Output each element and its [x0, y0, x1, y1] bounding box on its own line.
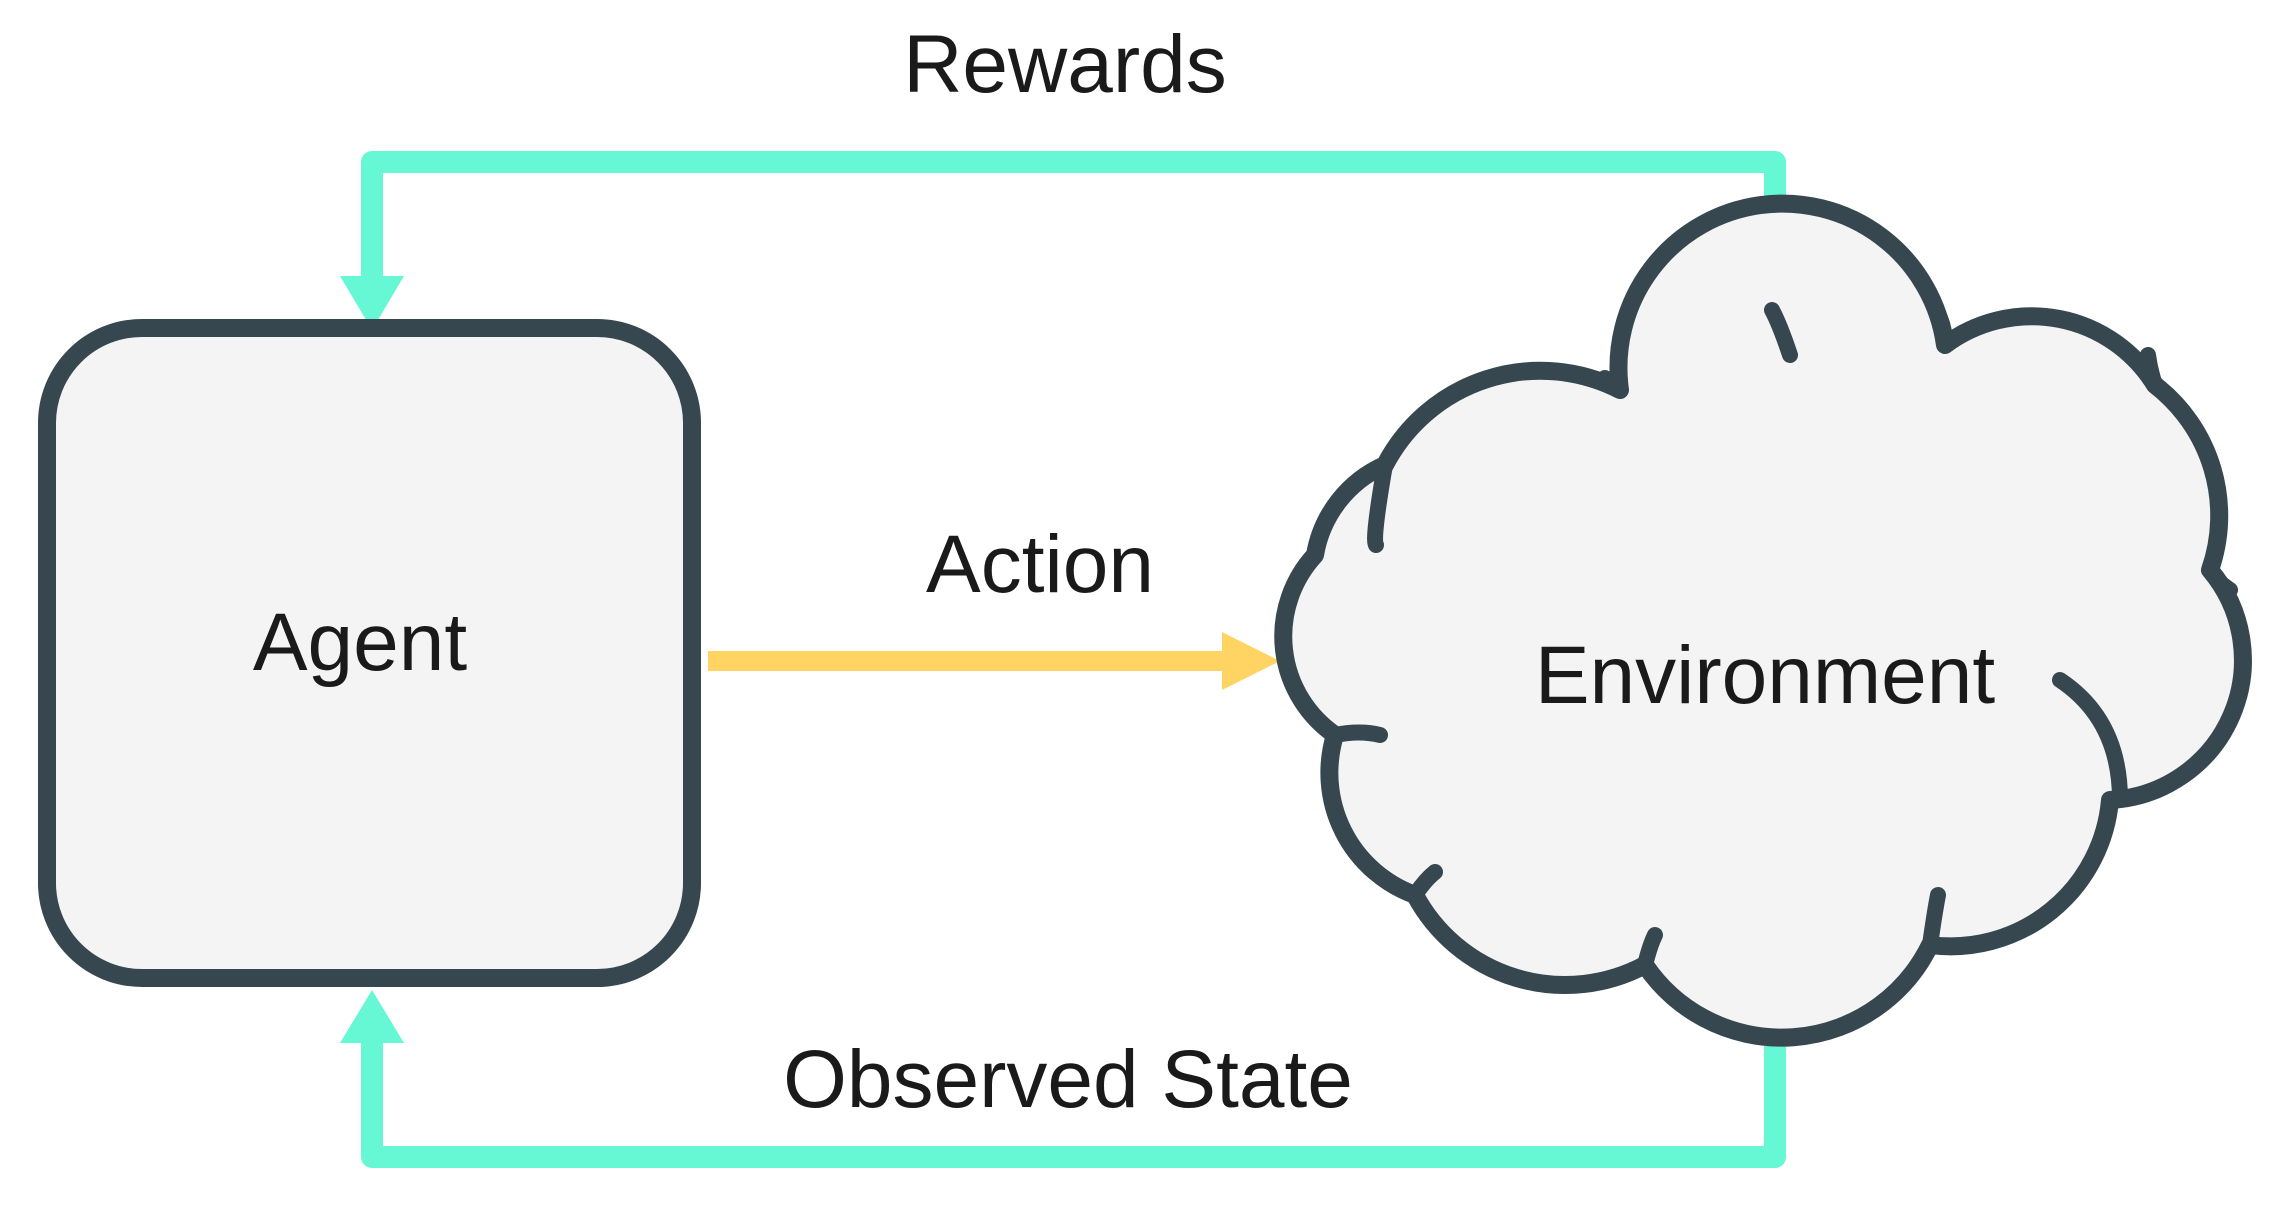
environment-cloud-detail [1597, 370, 1628, 398]
agent-node [38, 319, 701, 987]
environment-cloud-detail [1637, 927, 1663, 973]
rewards-arrowhead [340, 276, 404, 330]
environment-label: Environment [1535, 630, 1996, 721]
rewards-line [361, 151, 1786, 330]
environment-cloud-detail [1327, 724, 1388, 743]
environment-cloud-shape [1274, 194, 2252, 1047]
observed-state-line [361, 1035, 1786, 1168]
action-arrowhead [1222, 632, 1280, 690]
observed-state-arrowhead [340, 990, 404, 1043]
environment-cloud-detail [1367, 457, 1393, 553]
action-label: Action [926, 519, 1154, 610]
environment-cloud-detail [2140, 347, 2163, 393]
observed-state-edge [340, 990, 1786, 1168]
environment-node [1274, 194, 2252, 1047]
environment-cloud-detail [1932, 310, 1953, 353]
agent-label: Agent [253, 597, 468, 688]
action-edge [708, 632, 1280, 690]
environment-cloud-detail [1407, 864, 1443, 903]
environment-cloud-detail [1922, 887, 1946, 953]
rewards-edge [340, 151, 1786, 330]
observed-state-label: Observed State [783, 1034, 1353, 1125]
environment-cloud-detail [2052, 672, 2128, 808]
environment-cloud-detail [1764, 302, 1798, 363]
rewards-label: Rewards [903, 19, 1227, 110]
environment-cloud-detail [2202, 562, 2238, 598]
